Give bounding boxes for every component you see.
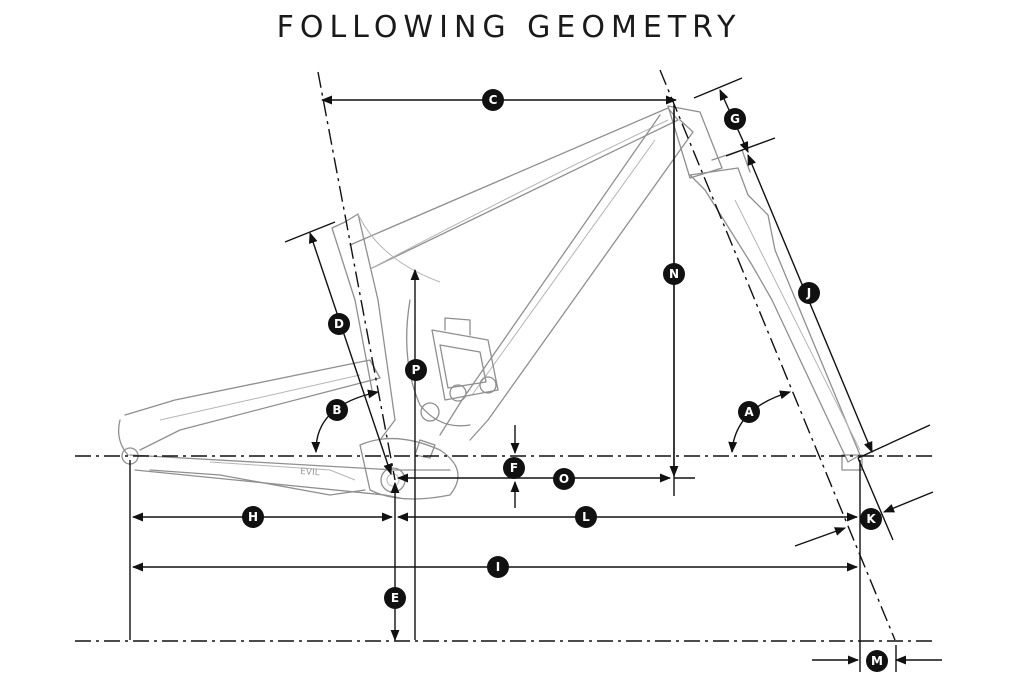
seat-tube-axis: [317, 71, 396, 481]
svg-text:M: M: [871, 654, 883, 668]
svg-text:G: G: [730, 112, 740, 126]
badge-h: H: [242, 506, 264, 528]
badge-g: G: [724, 108, 746, 130]
reference-lines: [75, 69, 935, 642]
badge-e: E: [384, 587, 406, 609]
badge-p: P: [405, 359, 427, 381]
svg-text:I: I: [496, 560, 500, 574]
badge-k: K: [860, 508, 882, 530]
svg-text:D: D: [334, 317, 344, 331]
badge-m: M: [866, 650, 888, 672]
svg-text:K: K: [866, 512, 876, 526]
badge-c: C: [482, 89, 504, 111]
svg-text:H: H: [248, 510, 258, 524]
badge-a: A: [738, 401, 760, 423]
svg-text:L: L: [582, 510, 590, 524]
svg-text:P: P: [412, 363, 421, 377]
dimension-badges: A B C D E F G H I J K L M N O P: [242, 89, 888, 672]
badge-b: B: [326, 399, 348, 421]
svg-text:O: O: [559, 472, 569, 486]
bike-frame-drawing: EVIL: [117, 105, 863, 500]
badge-d: D: [328, 313, 350, 335]
badge-o: O: [553, 468, 575, 490]
frame-decal: EVIL: [300, 467, 320, 478]
svg-text:E: E: [391, 591, 399, 605]
badge-j: J: [798, 282, 820, 304]
dimension-lines: [129, 77, 942, 672]
svg-text:F: F: [510, 461, 518, 475]
badge-n: N: [663, 263, 685, 285]
page-title: FOLLOWING GEOMETRY: [276, 10, 742, 45]
svg-text:B: B: [332, 403, 341, 417]
badge-i: I: [487, 556, 509, 578]
svg-text:N: N: [669, 267, 679, 281]
svg-text:A: A: [744, 405, 754, 419]
steering-axis: [659, 69, 896, 641]
badge-l: L: [575, 506, 597, 528]
svg-text:J: J: [806, 286, 811, 300]
svg-text:C: C: [489, 93, 498, 107]
badge-f: F: [503, 457, 525, 479]
